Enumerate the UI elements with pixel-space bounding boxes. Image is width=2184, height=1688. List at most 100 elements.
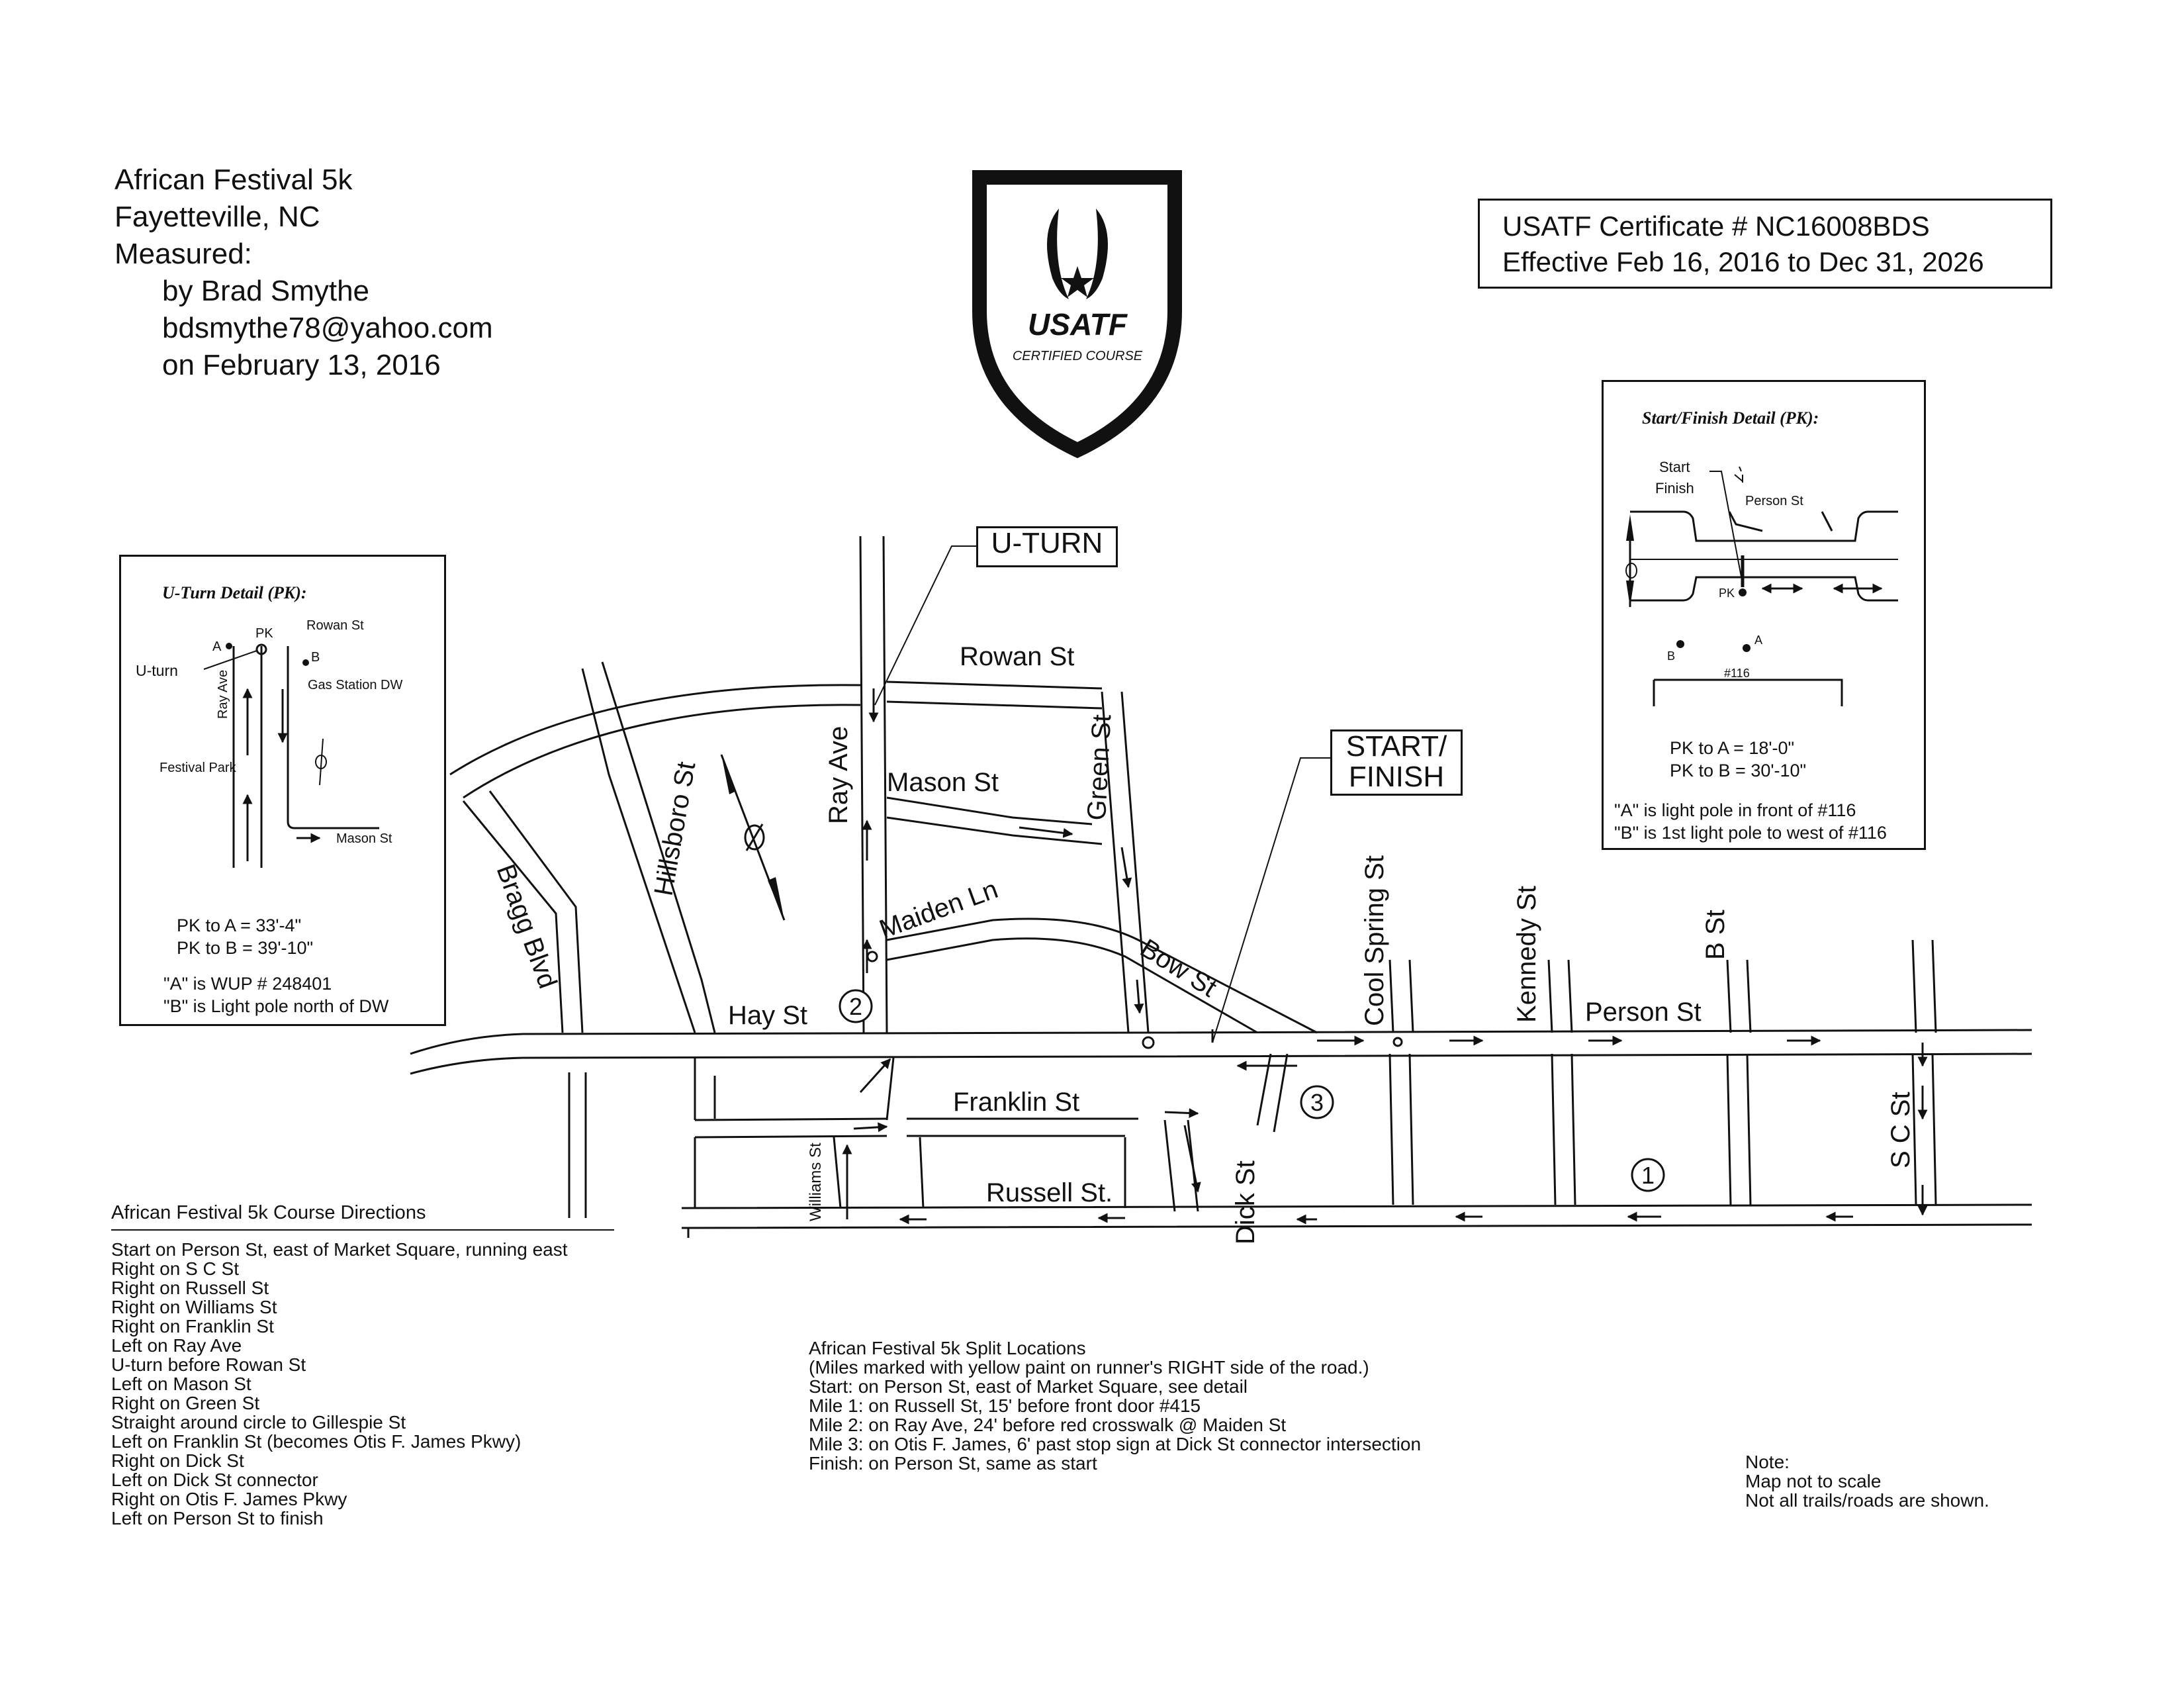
direction-item: Left on Franklin St (becomes Otis F. Jam…: [111, 1431, 522, 1452]
wing-right-icon: [1086, 209, 1108, 299]
measure-date: on February 13, 2016: [162, 349, 441, 381]
directions-title: African Festival 5k Course Directions: [111, 1203, 614, 1231]
split-item: (Miles marked with yellow paint on runne…: [809, 1357, 1369, 1378]
direction-item: Right on Franklin St: [111, 1316, 274, 1336]
street-label-bow: Bow St: [1135, 933, 1222, 1002]
uturn-label-b: B: [311, 650, 320, 665]
street-label-russell: Russell St.: [986, 1178, 1113, 1207]
uturn-label-gas: Gas Station DW: [308, 678, 403, 692]
uturn-pk-to-b: PK to B = 39'-10": [177, 938, 314, 958]
direction-item: Left on Person St to finish: [111, 1508, 324, 1528]
sf-label-start: Start: [1659, 459, 1690, 475]
uturn-pk-to-a: PK to A = 33'-4": [177, 915, 302, 935]
wing-left-icon: [1047, 209, 1069, 299]
direction-item: Left on Dick St connector: [111, 1470, 318, 1490]
sf-note-b: "B" is 1st light pole to west of #116: [1614, 823, 1887, 843]
mile-marker-3: 3: [1310, 1089, 1324, 1116]
start-finish-callout: START/ FINISH: [1330, 729, 1463, 796]
uturn-label-ray: Ray Ave: [216, 670, 230, 719]
mile-marker-1: 1: [1641, 1162, 1655, 1189]
split-item: Start: on Person St, east of Market Squa…: [809, 1376, 1248, 1397]
street-label-kennedy: Kennedy St: [1512, 886, 1541, 1023]
direction-item: Right on Dick St: [111, 1450, 244, 1471]
uturn-detail-notes: "A" is WUP # 248401 "B" is Light pole no…: [163, 972, 441, 1017]
star-icon: [1061, 266, 1094, 297]
split-locations: African Festival 5k Split Locations (Mil…: [809, 1338, 1421, 1473]
street-grid: [410, 536, 2032, 1238]
start-finish-detail-box: Start/Finish Detail (PK):: [1602, 380, 1926, 850]
sf-pk-to-a: PK to A = 18'-0": [1670, 738, 1795, 758]
street-label-mason: Mason St: [887, 768, 999, 797]
north-arrow-icon: [720, 754, 786, 921]
logo-tagline: CERTIFIED COURSE: [1013, 349, 1143, 363]
measurer-name: by Brad Smythe: [162, 275, 370, 307]
uturn-detail-measures: PK to A = 33'-4" PK to B = 39'-10": [177, 914, 441, 959]
note-title: Note:: [1745, 1452, 1790, 1472]
sf-note-a: "A" is light pole in front of #116: [1614, 800, 1856, 820]
street-label-cool-spring: Cool Spring St: [1360, 855, 1389, 1026]
street-label-b-st: B St: [1701, 910, 1730, 960]
start-finish-notes: "A" is light pole in front of #116 "B" i…: [1614, 799, 1925, 844]
uturn-callout-label: U-TURN: [991, 527, 1103, 559]
uturn-label-mason: Mason St: [336, 831, 392, 846]
uturn-label-uturn: U-turn: [136, 662, 178, 679]
direction-item: Right on Green St: [111, 1393, 260, 1413]
street-label-franklin: Franklin St: [953, 1088, 1079, 1117]
street-label-hillsboro: Hillsboro St: [649, 760, 702, 898]
street-label-sc: S C St: [1886, 1092, 1915, 1168]
measurer-email: bdsmythe78@yahoo.com: [162, 312, 493, 344]
uturn-callout: U-TURN: [976, 526, 1118, 567]
race-header: African Festival 5k Fayetteville, NC Mea…: [114, 162, 493, 384]
route-arrows: [842, 688, 1928, 1225]
street-label-williams: Williams St: [807, 1143, 825, 1221]
uturn-detail-title: U-Turn Detail (PK):: [162, 583, 307, 602]
street-label-green: Green St: [1082, 714, 1116, 821]
direction-item: Left on Ray Ave: [111, 1335, 242, 1356]
certificate-box: USATF Certificate # NC16008BDS Effective…: [1478, 199, 2052, 289]
start-finish-detail-diagram: Start Finish Person St PK A B #116: [1625, 459, 1898, 706]
splits-title: African Festival 5k Split Locations: [809, 1338, 1086, 1358]
roundabouts: [866, 951, 1403, 1049]
mile-markers: 2 3 1: [839, 989, 1665, 1192]
street-label-ray: Ray Ave: [824, 726, 853, 824]
sf-label-finish: Finish: [1655, 480, 1694, 496]
sf-label-building: #116: [1724, 667, 1750, 680]
note-scale: Map not to scale: [1745, 1471, 1882, 1491]
uturn-note-b: "B" is Light pole north of DW: [163, 996, 389, 1016]
uturn-label-a: A: [212, 639, 222, 654]
direction-item: Straight around circle to Gillespie St: [111, 1412, 406, 1432]
race-name: African Festival 5k: [114, 164, 353, 196]
street-label-maiden: Maiden Ln: [876, 874, 1002, 944]
uturn-label-festival: Festival Park: [159, 761, 237, 775]
split-item: Finish: on Person St, same as start: [809, 1453, 1097, 1474]
street-label-person: Person St: [1585, 998, 1702, 1027]
direction-item: Right on Williams St: [111, 1297, 277, 1317]
race-location: Fayetteville, NC: [114, 201, 320, 233]
certificate-effective: Effective Feb 16, 2016 to Dec 31, 2026: [1502, 246, 1984, 277]
usatf-logo: USATF CERTIFIED COURSE: [972, 170, 1182, 459]
sf-label-a: A: [1754, 633, 1762, 647]
mile-marker-2: 2: [849, 993, 862, 1020]
uturn-detail-north-icon: [315, 738, 327, 786]
direction-item: Right on Russell St: [111, 1278, 269, 1298]
street-label-dick: Dick St: [1231, 1160, 1260, 1244]
start-callout-label: START/: [1345, 730, 1447, 763]
split-item: Mile 1: on Russell St, 15' before front …: [809, 1395, 1201, 1416]
sf-label-person: Person St: [1745, 494, 1803, 508]
direction-item: Left on Mason St: [111, 1374, 251, 1394]
start-finish-detail-title: Start/Finish Detail (PK):: [1642, 408, 1819, 428]
uturn-detail-box: U-Turn Detail (PK): PK A B: [119, 555, 446, 1026]
callout-leaders: [874, 545, 1330, 1043]
sf-pk-to-b: PK to B = 30'-10": [1670, 761, 1807, 780]
course-directions: African Festival 5k Course Directions St…: [111, 1203, 614, 1528]
direction-item: Start on Person St, east of Market Squar…: [111, 1239, 568, 1260]
direction-item: U-turn before Rowan St: [111, 1354, 306, 1375]
uturn-label-pk: PK: [255, 626, 273, 641]
direction-item: Right on S C St: [111, 1258, 239, 1279]
certificate-number: USATF Certificate # NC16008BDS: [1502, 211, 1930, 242]
start-finish-north-icon: [1625, 514, 1637, 607]
map-note: Note: Map not to scale Not all trails/ro…: [1745, 1452, 1989, 1510]
logo-wordmark: USATF: [1028, 307, 1128, 342]
sf-label-b: B: [1667, 649, 1675, 663]
